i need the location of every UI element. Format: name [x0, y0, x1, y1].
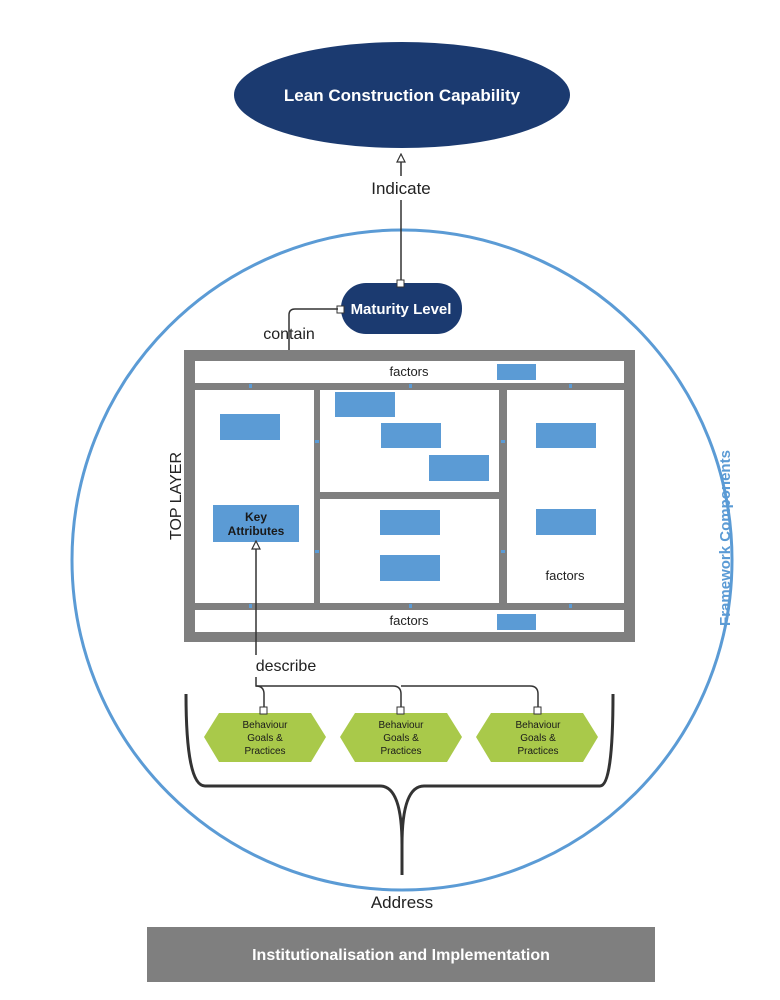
indicate-label: Indicate [371, 179, 431, 198]
key-attributes-line1: Key [245, 510, 267, 524]
address-label: Address [371, 893, 433, 912]
attribute-block [335, 392, 395, 417]
key-attributes-box [213, 505, 299, 542]
attribute-block [429, 455, 489, 481]
svg-text:Goals &: Goals & [520, 733, 556, 744]
attribute-block [220, 414, 280, 440]
attribute-block [380, 510, 440, 535]
describe-label: describe [256, 658, 317, 675]
framework-components-label: Framework Components [717, 450, 734, 626]
maturity-level-label: Maturity Level [351, 301, 452, 318]
svg-text:Behaviour: Behaviour [515, 720, 561, 731]
contain-label: contain [263, 326, 315, 343]
institutionalisation-label: Institutionalisation and Implementation [252, 947, 550, 964]
attribute-block [497, 364, 536, 380]
factors-top-label: factors [389, 364, 429, 379]
attribute-blocks [220, 364, 596, 630]
svg-text:Goals &: Goals & [383, 733, 419, 744]
svg-text:Behaviour: Behaviour [378, 720, 424, 731]
attribute-block [380, 555, 440, 581]
behaviour-hexagon: Behaviour Goals & Practices [340, 706, 462, 762]
svg-text:Goals &: Goals & [247, 733, 283, 744]
behaviour-hexagon: Behaviour Goals & Practices [204, 706, 326, 762]
attribute-block [381, 423, 441, 448]
svg-text:Practices: Practices [517, 746, 558, 757]
capability-label: Lean Construction Capability [284, 86, 521, 105]
factors-right-label: factors [545, 568, 585, 583]
institutionalisation-bar [147, 927, 655, 982]
capability-ellipse [234, 42, 570, 148]
attribute-block [497, 614, 536, 630]
svg-text:Practices: Practices [380, 746, 421, 757]
attribute-block [536, 423, 596, 448]
factors-bottom-label: factors [389, 613, 429, 628]
svg-text:Behaviour: Behaviour [242, 720, 288, 731]
framework-circle [70, 228, 734, 892]
attribute-block [536, 509, 596, 535]
describe-connector-branches [256, 685, 539, 710]
behaviour-hexagon: Behaviour Goals & Practices [476, 706, 598, 762]
key-attributes-line2: Attributes [228, 524, 285, 538]
maturity-level-pill [341, 283, 462, 334]
top-layer-label: TOP LAYER [168, 452, 185, 540]
svg-text:Practices: Practices [244, 746, 285, 757]
